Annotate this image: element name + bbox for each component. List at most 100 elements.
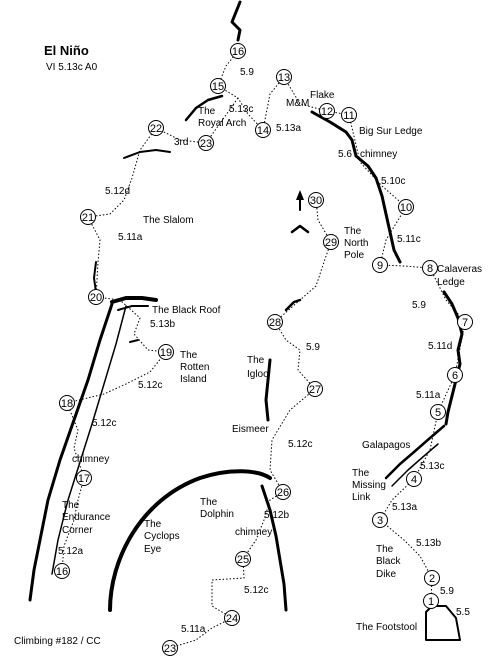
pitch-grade: 5.12c	[138, 380, 162, 391]
dolphin-chimney	[260, 484, 288, 612]
belay-circle	[423, 593, 439, 609]
feature-label: Dolphin	[200, 509, 234, 520]
belay-number: 2	[429, 573, 435, 585]
pitch-grade: 5.12c	[288, 439, 312, 450]
belay-circle	[210, 78, 226, 94]
belay-5: 5	[430, 404, 446, 420]
pitch-grade: 5.12b	[264, 510, 289, 521]
feature-label: The	[198, 106, 216, 117]
feature-label: Rotten	[180, 362, 209, 373]
galapagos-crack	[384, 424, 446, 480]
belay-circle	[276, 69, 292, 85]
route-line	[61, 50, 466, 649]
feature-label: Endurance	[62, 512, 111, 523]
belay-number: 20	[90, 292, 102, 304]
black-roof	[110, 296, 158, 304]
belay-23: 23	[162, 640, 178, 656]
belay-10: 10	[398, 199, 414, 215]
pitch-grade: 5.13c	[229, 104, 253, 115]
belay-16: 16	[54, 563, 70, 579]
pitch-grade: 5.11c	[397, 234, 421, 245]
belay-number: 29	[325, 237, 337, 249]
feature-label: chimney	[235, 527, 272, 538]
belay-circle	[323, 234, 339, 250]
belay-30: 30	[308, 192, 324, 208]
pitch-grade: 5.11a	[416, 390, 441, 401]
pitch-grade: 5.13a	[276, 123, 301, 134]
belay-number: 1	[428, 596, 434, 608]
belay-number: 16	[56, 566, 68, 578]
feature-label: M&M	[286, 98, 309, 109]
feature-label: 3rd	[174, 137, 188, 148]
belay-number: 25	[237, 554, 249, 566]
belay-12: 12	[319, 103, 335, 119]
belay-number: 14	[257, 125, 269, 137]
igloo-edge	[264, 358, 272, 422]
belay-28: 28	[267, 314, 283, 330]
big-sur-corner	[310, 110, 402, 264]
belay-26: 26	[275, 484, 291, 500]
feature-label: The	[180, 350, 198, 361]
feature-label: Cyclops	[144, 531, 180, 542]
feature-label: The	[200, 497, 218, 508]
feature-label: Royal Arch	[198, 118, 246, 129]
belay-circle	[406, 471, 422, 487]
belay-circle	[158, 344, 174, 360]
route-title: El Niño	[44, 43, 89, 58]
belay-circle	[80, 209, 96, 225]
belay-number: 7	[462, 317, 468, 329]
belay-1: 1	[423, 593, 439, 609]
belay-circle	[447, 367, 463, 383]
belay-8: 8	[422, 260, 438, 276]
feature-label: The	[352, 468, 370, 479]
belay-circle	[422, 260, 438, 276]
source-credit: Climbing #182 / CC	[14, 636, 101, 647]
feature-label: Island	[180, 374, 207, 385]
pitch-grade: 5.10c	[381, 176, 405, 187]
belay-17: 17	[76, 470, 92, 486]
belay-circle	[88, 289, 104, 305]
belay-9: 9	[372, 257, 388, 273]
belay-27: 27	[307, 381, 323, 397]
belay-circle	[308, 192, 324, 208]
belay-11: 11	[341, 107, 357, 123]
belay-13: 13	[276, 69, 292, 85]
belay-number: 26	[277, 487, 289, 499]
belay-circle	[372, 512, 388, 528]
belay-circle	[224, 610, 240, 626]
slalom-overhang	[123, 149, 171, 159]
feature-label: The	[247, 355, 265, 366]
belay-3: 3	[372, 512, 388, 528]
feature-label: The Black Roof	[152, 305, 221, 316]
pitch-grade: 5.5	[456, 607, 470, 618]
feature-label: Pole	[344, 250, 364, 261]
feature-label: The	[376, 544, 394, 555]
belay-number: 11	[343, 110, 354, 122]
overhang-19	[129, 339, 139, 343]
rock-features	[28, 0, 464, 641]
belay-circle	[341, 107, 357, 123]
belay-circle	[267, 314, 283, 330]
pitch-grade: 5.11a	[181, 624, 206, 635]
belay-circle	[59, 395, 75, 411]
belay-15: 15	[210, 78, 226, 94]
belay-number: 21	[82, 212, 94, 224]
belay-circle	[148, 120, 164, 136]
feature-label: North	[344, 238, 368, 249]
pitch-grade: 5.13b	[416, 538, 441, 549]
royal-arch	[184, 94, 224, 122]
belay-22: 22	[148, 120, 164, 136]
black-roof-lip	[117, 305, 149, 311]
belay-14: 14	[255, 122, 271, 138]
belay-number: 30	[310, 195, 322, 207]
feature-label: chimney	[360, 149, 397, 160]
north-pole-flake	[290, 224, 310, 234]
pitch-grade: 5.9	[440, 586, 454, 597]
belay-circle	[54, 563, 70, 579]
belay-circle	[430, 404, 446, 420]
belay-21: 21	[80, 209, 96, 225]
pitch-grade: 5.6	[338, 149, 352, 160]
